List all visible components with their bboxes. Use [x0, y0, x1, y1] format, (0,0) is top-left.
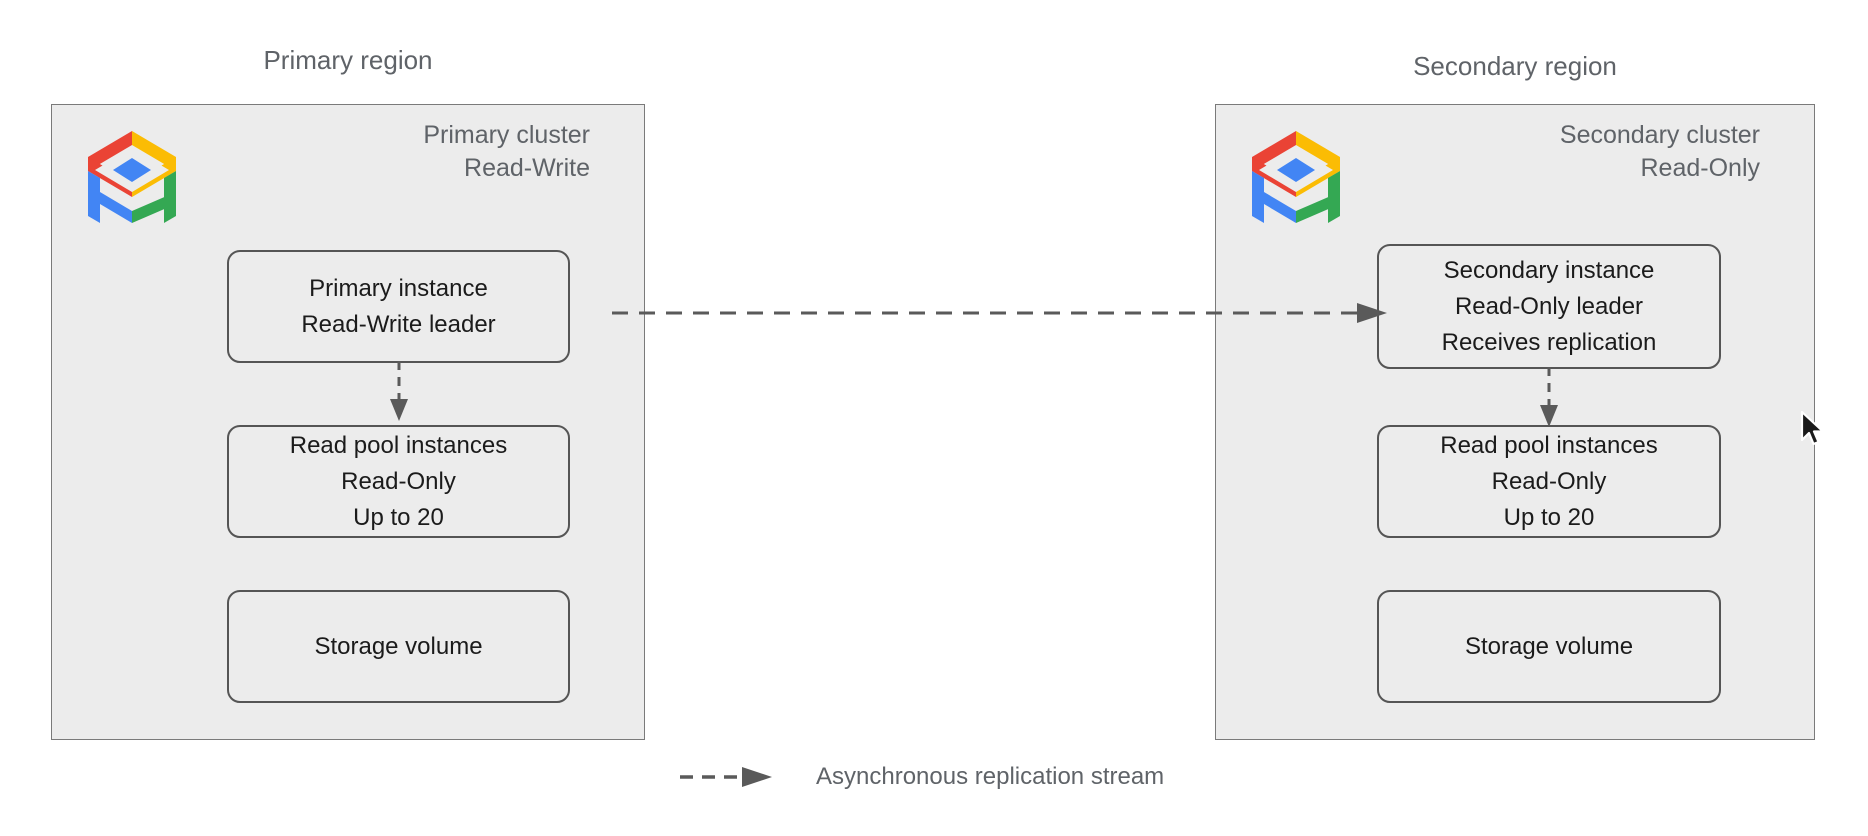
- legend: Asynchronous replication stream: [680, 762, 1164, 792]
- node-primary-instance[interactable]: Primary instance Read-Write leader: [227, 250, 570, 363]
- node-secondary-storage-volume[interactable]: Storage volume: [1377, 590, 1721, 703]
- alloydb-table-logo-icon: [80, 123, 184, 227]
- node-primary-read-pool[interactable]: Read pool instances Read-Only Up to 20: [227, 425, 570, 538]
- node-primary-storage-volume[interactable]: Storage volume: [227, 590, 570, 703]
- node-secondary-instance[interactable]: Secondary instance Read-Only leader Rece…: [1377, 244, 1721, 369]
- cluster-heading-primary: Primary cluster Read-Write: [423, 121, 590, 182]
- legend-label: Asynchronous replication stream: [816, 763, 1165, 790]
- cluster-container-secondary[interactable]: Secondary cluster Read-Only Secondary in…: [1215, 104, 1815, 740]
- node-secondary-read-pool[interactable]: Read pool instances Read-Only Up to 20: [1377, 425, 1721, 538]
- cluster-heading-secondary: Secondary cluster Read-Only: [1559, 121, 1760, 182]
- dashed-arrow-down-icon: [387, 361, 411, 425]
- dashed-arrow-icon: [680, 764, 775, 790]
- region-title-secondary: Secondary region: [1413, 51, 1617, 81]
- alloydb-table-logo-icon: [1244, 123, 1348, 227]
- cluster-container-primary[interactable]: Primary cluster Read-Write Primary insta…: [51, 104, 645, 740]
- region-title-primary: Primary region: [263, 45, 433, 75]
- dashed-arrow-down-icon: [1537, 367, 1561, 431]
